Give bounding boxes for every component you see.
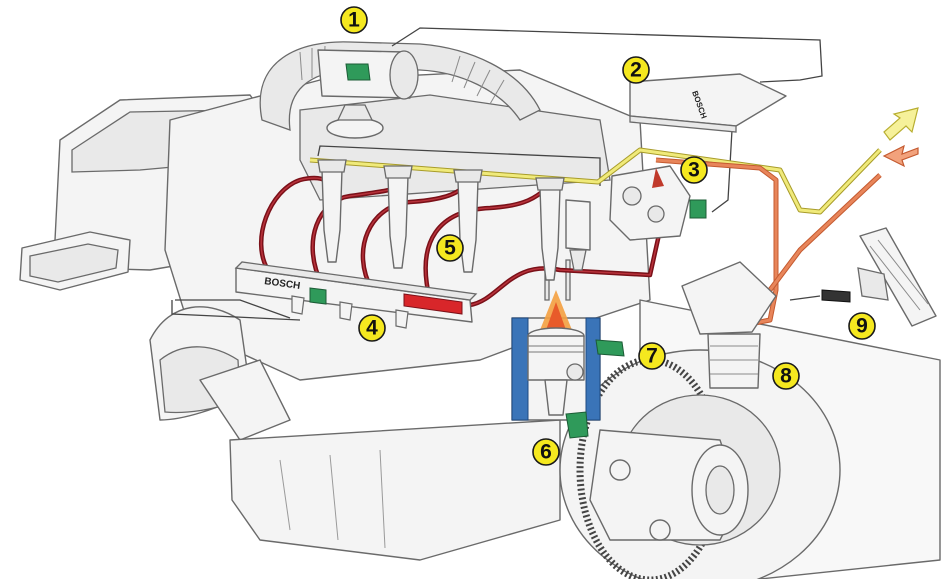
callout-7: 7 [638, 342, 666, 370]
nozzle-holder [565, 199, 591, 271]
callout-9: 9 [848, 312, 876, 340]
svg-text:3: 3 [688, 159, 700, 182]
svg-text:5: 5 [444, 237, 456, 260]
rail-pressure-sensor [309, 287, 327, 305]
callout-2: 2 [622, 56, 650, 84]
callout-4: 4 [358, 314, 386, 342]
callout-3: 3 [680, 156, 708, 184]
ecu: BOSCH [629, 73, 787, 133]
rail-brand-label: BOSCH [264, 276, 301, 292]
svg-text:8: 8 [780, 365, 792, 388]
svg-text:1: 1 [348, 9, 360, 32]
injector [383, 165, 413, 269]
fuel-return-line [309, 147, 882, 215]
cylinder-cutaway [511, 259, 601, 421]
injector [317, 159, 347, 263]
callout-6: 6 [532, 438, 560, 466]
arrow-up-right-icon [883, 107, 919, 141]
injector [535, 177, 565, 281]
crankshaft-sensor [565, 411, 589, 439]
starter-motor [589, 429, 749, 541]
svg-text:6: 6 [540, 441, 552, 464]
svg-text:9: 9 [856, 315, 868, 338]
signal-wiring [171, 27, 823, 321]
svg-text:4: 4 [366, 317, 378, 340]
arrow-down-left-icon [882, 144, 919, 168]
accelerator-pedal [789, 227, 937, 327]
callout-1: 1 [340, 6, 368, 34]
common-rail: BOSCH [234, 261, 478, 329]
camshaft-sensor [595, 339, 625, 357]
air-mass-meter [317, 49, 419, 100]
pressure-limiter [403, 293, 463, 315]
high-pressure-pump [609, 165, 707, 241]
fuel-filter [681, 261, 777, 389]
callout-8: 8 [772, 362, 800, 390]
callout-5: 5 [436, 234, 464, 262]
svg-text:2: 2 [630, 59, 642, 82]
svg-text:7: 7 [646, 345, 658, 368]
